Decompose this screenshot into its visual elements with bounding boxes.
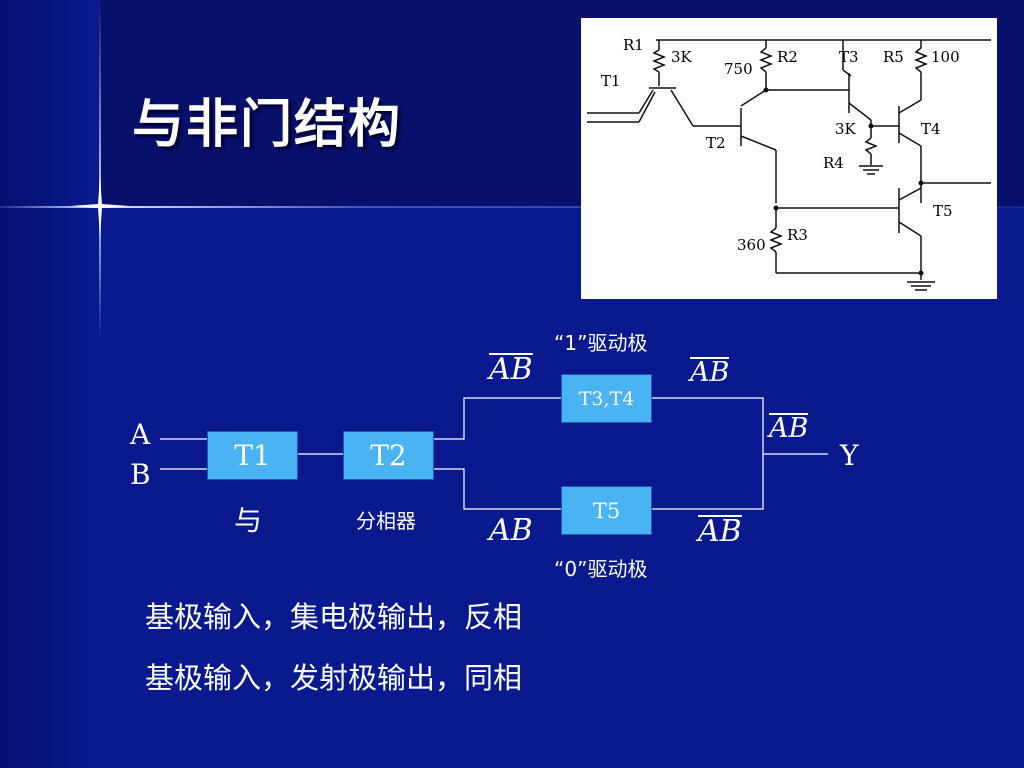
schematic-label-t3: T3 (839, 48, 859, 66)
block-t2: T2 (343, 431, 434, 480)
schematic-label-r5-value: 100 (931, 48, 960, 66)
drive-0-label: “0”驱动极 (554, 557, 648, 581)
schematic-drawing: R1 3K T1 750 R2 T2 T3 R5 100 3K R4 T4 T5… (587, 36, 991, 291)
signal-top-right: AB (690, 357, 730, 388)
schematic-label-r4: R4 (823, 154, 844, 172)
signal-output: AB (769, 413, 809, 444)
input-a-label: A (130, 418, 151, 451)
schematic-label-t1: T1 (601, 72, 621, 90)
schematic-label-r3: R3 (787, 226, 808, 244)
schematic-label-r5: R5 (883, 48, 904, 66)
schematic-label-r2: R2 (777, 48, 798, 66)
signal-bottom-right: AB (698, 514, 742, 549)
schematic-label-r1-value: 3K (671, 48, 693, 66)
drive-1-label: “1”驱动极 (554, 331, 648, 355)
page-title: 与非门结构 (132, 95, 403, 155)
note-non-inverting: 基极输入，发射极输出，同相 (145, 661, 523, 695)
signal-top-left: AB (489, 352, 533, 387)
decor-vertical-line (99, 0, 101, 340)
schematic-label-t5: T5 (933, 202, 953, 220)
block-t3-t4: T3,T4 (561, 374, 652, 423)
schematic-label-r4-value: 3K (835, 120, 857, 138)
schematic-label-t2: T2 (706, 134, 726, 152)
input-b-label: B (130, 458, 151, 491)
decor-horizontal-line (0, 206, 1024, 208)
note-inverting: 基极输入，集电极输出，反相 (145, 600, 523, 634)
schematic-label-r2-value: 750 (724, 60, 753, 78)
block-t1: T1 (207, 431, 298, 480)
schematic-label-t4: T4 (921, 120, 941, 138)
schematic-label-r1: R1 (623, 36, 644, 54)
block-t5: T5 (561, 486, 652, 535)
schematic-label-r3-value: 360 (737, 236, 766, 254)
sparkle-icon (70, 176, 130, 236)
signal-bottom-left: AB (489, 513, 533, 548)
phase-splitter-label: 分相器 (356, 509, 416, 533)
output-y-label: Y (840, 439, 859, 472)
circuit-schematic: R1 3K T1 750 R2 T2 T3 R5 100 3K R4 T4 T5… (581, 18, 997, 299)
left-band (0, 0, 100, 768)
and-label: 与 (234, 504, 263, 537)
